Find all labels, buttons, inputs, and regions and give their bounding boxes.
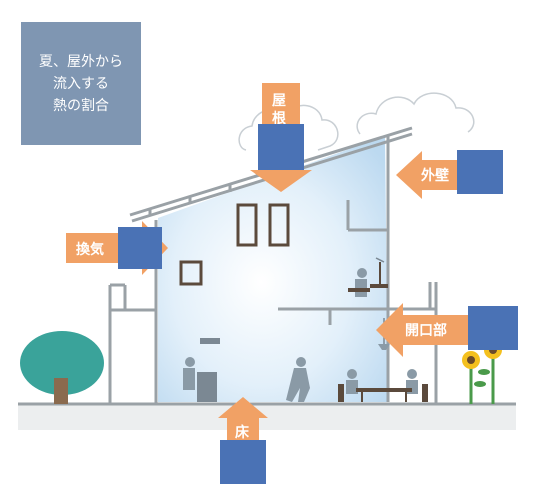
upper-windows bbox=[179, 203, 290, 286]
floor-value-box bbox=[220, 440, 266, 484]
ground bbox=[18, 404, 516, 430]
floor-label: 床 bbox=[235, 425, 249, 441]
title-box: 夏、屋外から 流入する 熱の割合 bbox=[21, 22, 141, 145]
interior-fill bbox=[158, 136, 388, 402]
roof-label-top: 屋 bbox=[272, 93, 286, 109]
opening-value-box bbox=[468, 306, 518, 350]
roof-value-box bbox=[258, 124, 304, 170]
opening-label: 開口部 bbox=[405, 323, 447, 339]
cloud-right bbox=[356, 92, 475, 135]
floor-arrow bbox=[218, 397, 268, 449]
title-line-1: 夏、屋外から bbox=[39, 53, 123, 70]
wall-value-box bbox=[457, 150, 503, 194]
vent-value-box bbox=[118, 227, 162, 269]
people bbox=[183, 257, 428, 402]
wall-arrow bbox=[396, 151, 468, 199]
wall-label: 外壁 bbox=[421, 168, 449, 184]
title-line-2: 流入する bbox=[53, 75, 109, 92]
roof-label-bottom: 根 bbox=[272, 111, 286, 127]
title-line-3: 熱の割合 bbox=[53, 97, 109, 114]
vent-label: 換気 bbox=[76, 242, 104, 258]
sunflowers bbox=[462, 341, 502, 404]
tree bbox=[20, 331, 104, 404]
